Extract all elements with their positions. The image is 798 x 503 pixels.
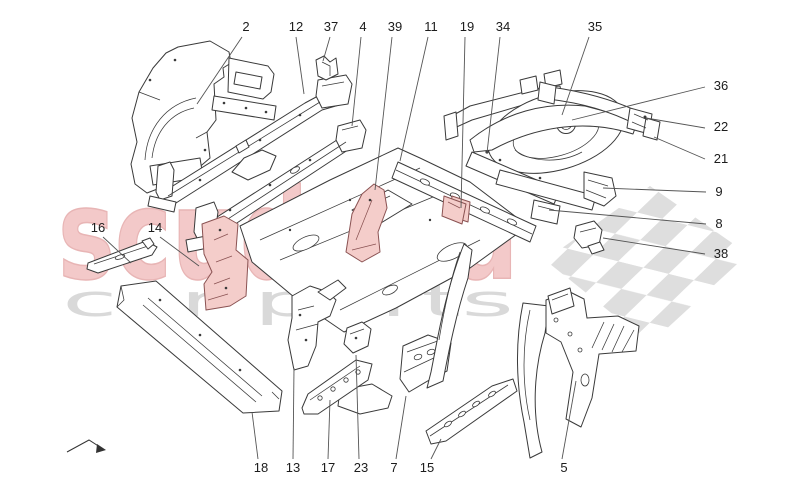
leader-line-19 [460, 36, 466, 209]
part-18-sill-panel [116, 280, 283, 414]
part-5-quarter-inner-panel [516, 287, 640, 459]
callout-number-34: 34 [496, 19, 510, 34]
leader-line-8 [548, 209, 707, 225]
leader-line-38 [602, 237, 706, 255]
leader-line-18 [251, 411, 259, 460]
leader-line-5 [561, 380, 577, 460]
leader-line-9 [602, 187, 707, 193]
leader-line-15 [430, 438, 442, 460]
part-39-reinforcement [345, 183, 388, 263]
part-38-retaining-bracket [573, 220, 605, 255]
leader-line-13 [292, 367, 295, 460]
leader-line-22 [645, 117, 706, 129]
leader-line-17 [327, 399, 331, 460]
leader-line-21 [653, 136, 706, 160]
leader-line-36 [571, 86, 706, 121]
part-15-sill-rail [425, 243, 518, 445]
callout-number-22: 22 [714, 119, 728, 134]
part-36-rear-crossmember [537, 81, 661, 141]
callout-number-4: 4 [359, 19, 366, 34]
callout-number-37: 37 [324, 19, 338, 34]
callout-number-11: 11 [424, 19, 438, 34]
leader-line-4 [351, 36, 362, 127]
callout-number-39: 39 [388, 19, 402, 34]
direction-arrow-icon [66, 439, 106, 453]
callout-number-35: 35 [588, 19, 602, 34]
leader-line-16 [102, 236, 132, 264]
part-16-reinforcement-strip [86, 237, 158, 274]
part-rear-support-bracket [441, 195, 467, 225]
leader-line-14 [159, 236, 200, 267]
part-17-mounting-plate [301, 359, 393, 415]
callout-number-8: 8 [715, 216, 722, 231]
callout-number-21: 21 [714, 151, 728, 166]
callout-number-19: 19 [460, 19, 474, 34]
part-14-pillar-bracket [201, 215, 249, 311]
callout-number-23: 23 [354, 460, 368, 475]
callout-number-36: 36 [714, 78, 728, 93]
part-35-rear-floor-assembly [443, 69, 639, 225]
leader-line-2 [196, 36, 243, 105]
callout-number-17: 17 [321, 460, 335, 475]
callout-number-5: 5 [560, 460, 567, 475]
leader-line-35 [561, 36, 590, 116]
leader-line-37 [322, 36, 331, 62]
callout-number-13: 13 [286, 460, 300, 475]
callout-number-18: 18 [254, 460, 268, 475]
callout-number-12: 12 [289, 19, 303, 34]
part-12-side-rail [147, 74, 353, 213]
part-13-bracket [287, 279, 347, 371]
callout-number-38: 38 [714, 246, 728, 261]
leader-line-12 [295, 36, 305, 95]
callout-number-15: 15 [420, 460, 434, 475]
callout-number-14: 14 [148, 220, 162, 235]
leader-line-34 [486, 36, 501, 154]
callouts-layer: 2 12 37 4 39 11 19 34 35 36 22 21 9 8 38 16 14 18 13 17 23 7 1… [91, 19, 728, 475]
leader-line-39 [374, 36, 393, 191]
part-23-bracket [343, 321, 372, 354]
callout-number-16: 16 [91, 220, 105, 235]
leader-line-7 [395, 395, 407, 460]
callout-number-9: 9 [715, 184, 722, 199]
leader-line-11 [399, 36, 429, 162]
part-37-bracket [315, 55, 339, 81]
callout-number-2: 2 [242, 19, 249, 34]
part-2-rear-wheelhouse [130, 40, 277, 194]
leader-line-23 [355, 354, 360, 460]
callout-number-7: 7 [390, 460, 397, 475]
